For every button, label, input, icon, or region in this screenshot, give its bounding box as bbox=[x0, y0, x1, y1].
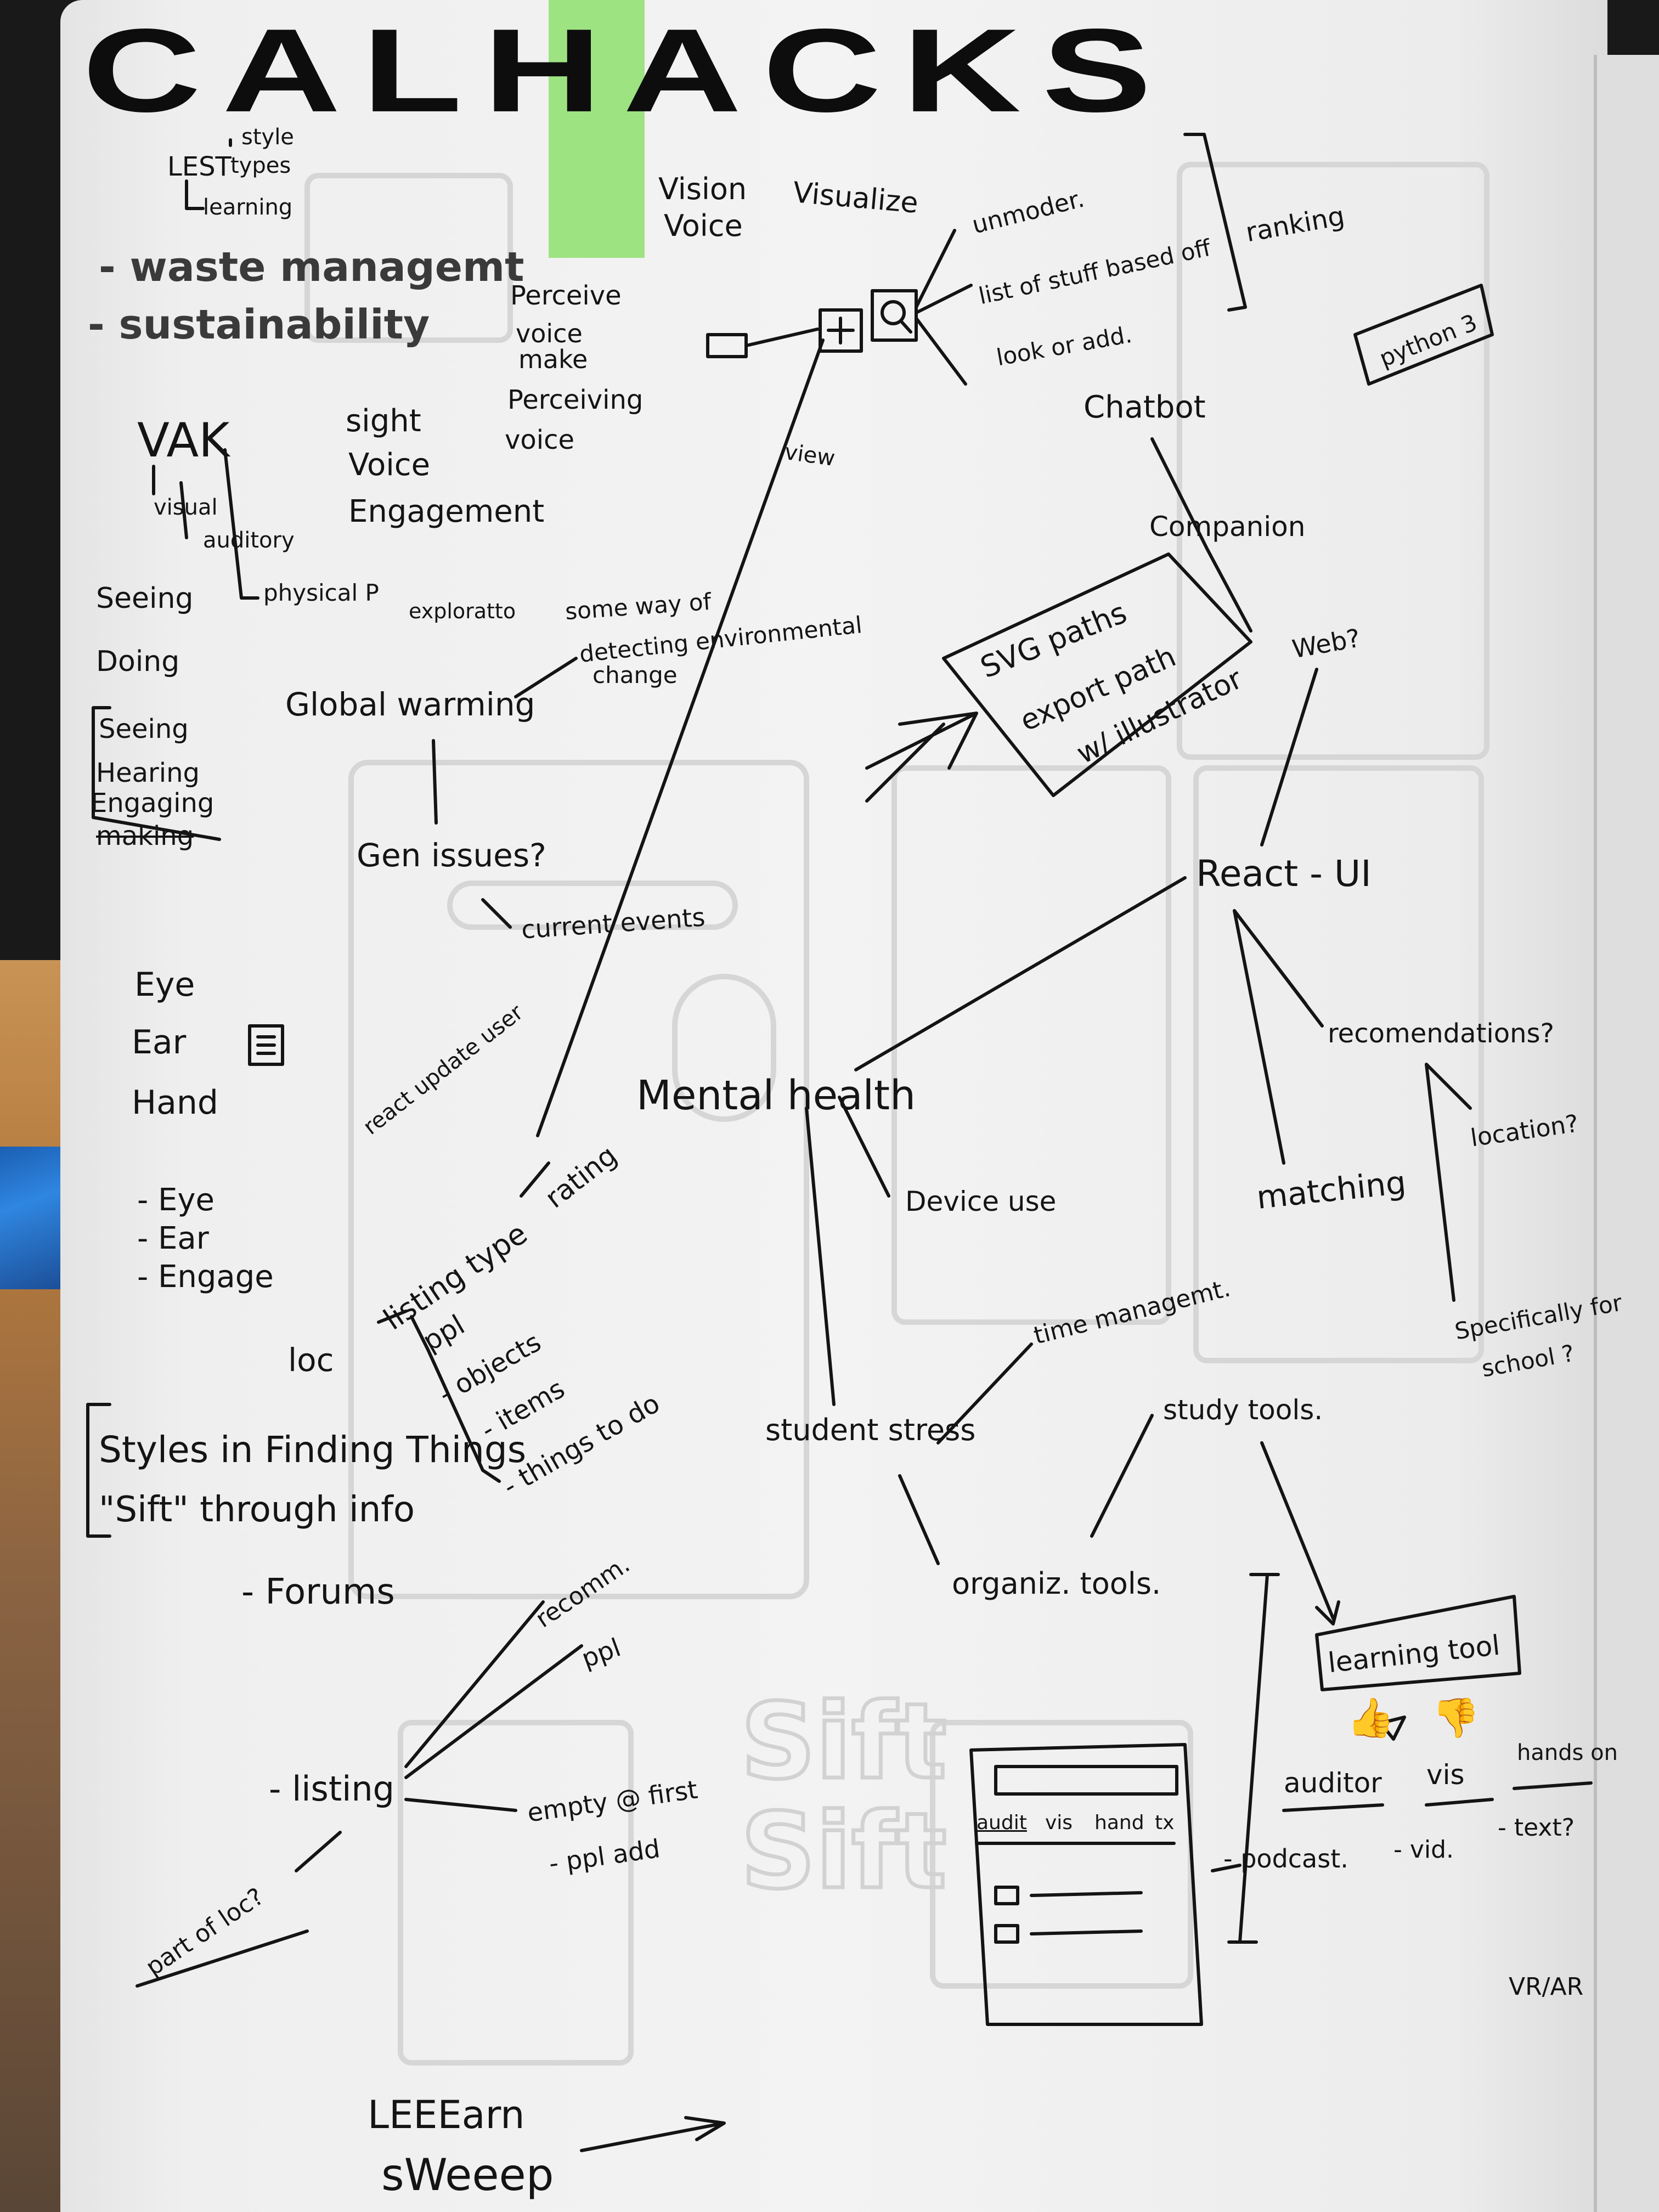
visual: visual bbox=[154, 496, 218, 518]
eye-2: - Eye bbox=[137, 1185, 215, 1216]
sight: sight bbox=[346, 406, 421, 437]
lest-label: LEST bbox=[167, 154, 232, 180]
ear-2: - Ear bbox=[137, 1223, 209, 1254]
vision: Vision bbox=[658, 174, 747, 204]
react-ui: React - UI bbox=[1196, 856, 1372, 892]
engagement: Engagement bbox=[348, 496, 544, 527]
listing: - listing bbox=[269, 1772, 394, 1806]
companion: Companion bbox=[1149, 513, 1305, 540]
styles-in-finding-things: Styles in Finding Things bbox=[99, 1432, 526, 1468]
thumbs-up-icon: 👍 bbox=[1347, 1695, 1395, 1741]
vr-ar: VR/AR bbox=[1509, 1975, 1583, 1999]
exploratto: exploratto bbox=[409, 601, 516, 622]
wireframe-audit: audit bbox=[977, 1813, 1027, 1833]
engage: - Engage bbox=[137, 1262, 274, 1293]
vak: VAK bbox=[137, 417, 230, 464]
hands-on: hands on bbox=[1517, 1742, 1618, 1764]
voice-3: voice bbox=[505, 427, 574, 453]
engaging: Engaging bbox=[91, 790, 214, 816]
lest-style: style bbox=[241, 126, 294, 148]
voice-2: voice bbox=[516, 321, 583, 346]
thumbs-down-icon: 👎 bbox=[1432, 1695, 1480, 1741]
hand: Hand bbox=[132, 1086, 218, 1119]
seeing-2: Seeing bbox=[99, 716, 189, 742]
chip-bag bbox=[0, 1147, 60, 1289]
gen-issues: Gen issues? bbox=[357, 839, 546, 871]
podcast: - podcast. bbox=[1223, 1846, 1348, 1871]
wireframe-tx: tx bbox=[1155, 1813, 1174, 1833]
wireframe-hand: hand bbox=[1094, 1813, 1144, 1833]
loc: loc bbox=[288, 1344, 334, 1376]
eye-1: Eye bbox=[134, 968, 195, 1001]
hearing: Hearing bbox=[96, 760, 200, 786]
study-tools: study tools. bbox=[1163, 1396, 1323, 1424]
sustainability: - sustainability bbox=[88, 304, 430, 345]
ear-1: Ear bbox=[132, 1026, 186, 1059]
forums: - Forums bbox=[241, 1575, 395, 1610]
doing: Doing bbox=[96, 647, 179, 676]
voice-top: Voice bbox=[664, 211, 743, 241]
waste-management: - waste managemt bbox=[99, 247, 524, 287]
env-line-3: change bbox=[592, 664, 678, 687]
auditory: auditory bbox=[203, 529, 295, 551]
mental-health: Mental health bbox=[636, 1075, 916, 1116]
next-page-edge bbox=[1594, 55, 1659, 2212]
chatbot: Chatbot bbox=[1084, 392, 1206, 423]
student-stress: student stress bbox=[765, 1415, 975, 1445]
make: make bbox=[518, 347, 588, 372]
sweeep: sWeeep bbox=[381, 2153, 554, 2197]
lest-learning: learning bbox=[203, 196, 292, 218]
perceiving: Perceiving bbox=[507, 387, 643, 413]
physical: physical P bbox=[263, 582, 379, 605]
vid: - vid. bbox=[1393, 1838, 1454, 1862]
vis-label: vis bbox=[1426, 1761, 1465, 1788]
sift-through-info: "Sift" through info bbox=[99, 1492, 415, 1527]
lest-types: types bbox=[230, 155, 291, 177]
global-warming: Global warming bbox=[285, 689, 535, 720]
recommendations: recomendations? bbox=[1328, 1020, 1554, 1047]
page-title: CALHACKS bbox=[82, 11, 1172, 129]
seeing-1: Seeing bbox=[96, 584, 193, 613]
leeearn: LEEEarn bbox=[368, 2096, 525, 2134]
text-label: - text? bbox=[1498, 1816, 1575, 1840]
voice-4: Voice bbox=[348, 450, 430, 481]
device-use: Device use bbox=[905, 1188, 1056, 1215]
organiz-tools: organiz. tools. bbox=[952, 1569, 1161, 1599]
wireframe-vis: vis bbox=[1045, 1813, 1073, 1833]
making: making bbox=[96, 823, 194, 849]
view: view bbox=[783, 441, 837, 470]
auditor: auditor bbox=[1284, 1769, 1382, 1797]
perceive: Perceive bbox=[510, 283, 622, 309]
